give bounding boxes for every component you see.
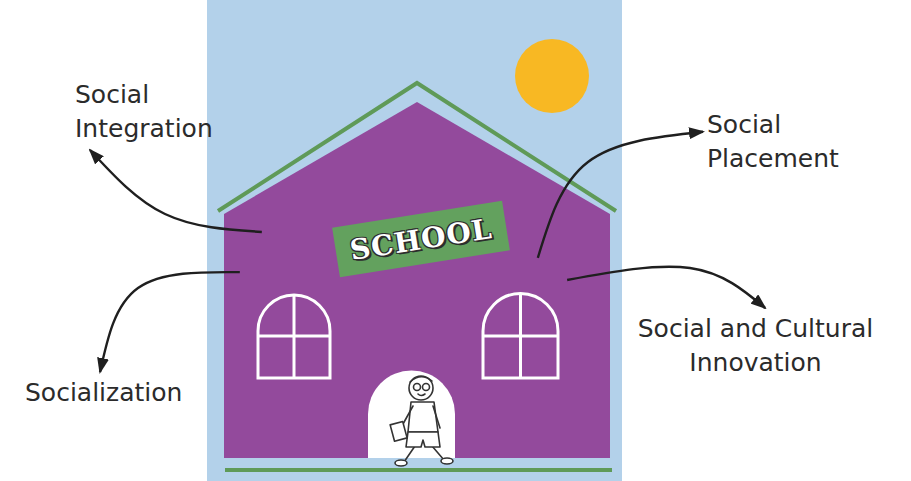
function-label: Social Placement <box>707 108 857 176</box>
function-text: Social Placement <box>707 108 857 176</box>
figure-glasses <box>423 384 430 391</box>
sun <box>515 39 589 113</box>
school-house: SCHOOL <box>224 102 610 458</box>
figure-smile <box>418 394 425 396</box>
figure-leg <box>404 446 415 462</box>
function-text: Social and Cultural Innovation <box>618 312 893 380</box>
figure-shorts <box>406 432 440 447</box>
function-arrow <box>100 272 240 372</box>
student-figure <box>390 376 453 466</box>
figure-shoe <box>441 458 453 464</box>
figure-arm <box>403 406 413 424</box>
figure-head <box>409 376 433 400</box>
figure-shirt <box>408 402 438 432</box>
window-left <box>258 295 330 378</box>
function-label: Social and Cultural Innovation <box>618 312 893 380</box>
figure-hair <box>410 377 432 382</box>
function-label: Social Integration <box>75 78 225 146</box>
function-arrow <box>567 267 765 308</box>
figure-glasses <box>414 384 421 391</box>
ground-line <box>225 468 612 472</box>
window-bar <box>519 294 522 378</box>
figure-shoe <box>395 460 407 466</box>
function-text: Social Integration <box>75 78 225 146</box>
function-arrow <box>90 150 262 232</box>
function-arrow <box>538 132 703 258</box>
door <box>368 371 455 459</box>
window-bar <box>258 335 330 338</box>
figure-leg <box>432 446 444 460</box>
house-outline <box>224 102 610 458</box>
window-frame <box>258 295 330 378</box>
window-bar <box>293 295 296 378</box>
function-label: Socialization <box>25 376 215 410</box>
house-body <box>224 102 610 458</box>
figure-arm <box>433 406 440 428</box>
sky <box>207 0 622 481</box>
window-frame <box>483 294 558 379</box>
window-right <box>483 294 558 379</box>
figure-book <box>390 421 407 441</box>
function-text: Socialization <box>25 376 215 410</box>
window-bar <box>483 335 558 338</box>
